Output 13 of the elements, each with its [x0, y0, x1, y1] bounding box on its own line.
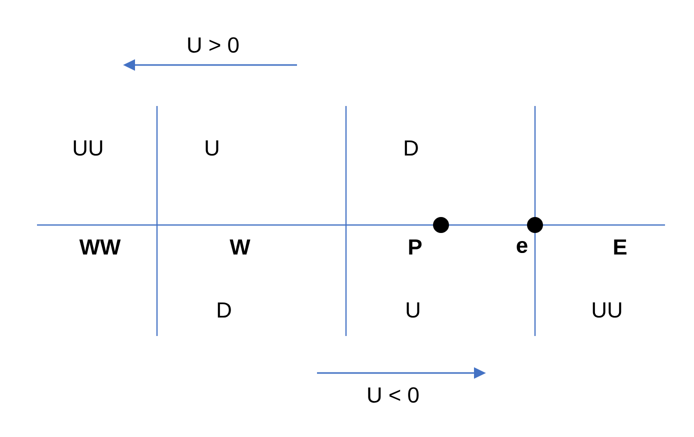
grid-label: WW — [79, 239, 121, 255]
grid-label: W — [230, 239, 250, 255]
grid-label: E — [614, 239, 626, 255]
grid-label: UU — [74, 140, 102, 156]
grid-label: U < 0 — [368, 387, 419, 403]
grid-label: D — [218, 302, 231, 318]
grid-label: U — [406, 302, 420, 318]
grid-label: D — [404, 140, 418, 156]
grid-label: U — [206, 140, 218, 156]
grid-label: P — [409, 239, 422, 255]
grid-label: e — [516, 241, 528, 253]
grid-label: U > 0 — [188, 37, 239, 53]
grid-label: UU — [592, 302, 622, 318]
